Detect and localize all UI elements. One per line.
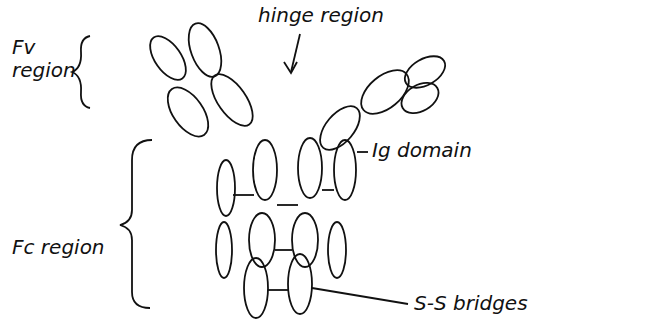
ss-bridges bbox=[233, 190, 334, 290]
ss-leader bbox=[312, 288, 408, 304]
annotation-marks bbox=[72, 34, 408, 308]
ig-domain bbox=[292, 213, 318, 267]
ss-bridge bbox=[268, 289, 288, 291]
ig-domain bbox=[399, 50, 450, 95]
ig-domain bbox=[160, 80, 217, 143]
ig-domain bbox=[217, 160, 235, 216]
ig-domain bbox=[396, 77, 444, 120]
ig-domain bbox=[203, 67, 260, 132]
ig-domain bbox=[298, 138, 322, 198]
part-label: Ig domain bbox=[372, 139, 492, 162]
ss-bridge bbox=[322, 189, 334, 191]
part-label: S-S bridges bbox=[414, 292, 564, 315]
ig-domain bbox=[143, 30, 193, 86]
region-label: Fc region bbox=[12, 236, 112, 259]
hinge-arrowhead bbox=[284, 62, 297, 73]
region-label: hinge region bbox=[258, 4, 408, 27]
ig-domain bbox=[288, 254, 312, 314]
ss-bridge bbox=[275, 249, 292, 251]
ig-domain bbox=[313, 99, 368, 157]
fc-bracket bbox=[120, 140, 152, 308]
ig-domain bbox=[244, 258, 268, 318]
ig-domain bbox=[334, 140, 356, 200]
ss-bridge bbox=[233, 194, 254, 196]
ig-domain bbox=[182, 19, 227, 81]
antibody-domains bbox=[143, 19, 451, 318]
ig-domain bbox=[253, 140, 277, 200]
ss-bridge bbox=[277, 204, 298, 206]
ig-leader bbox=[357, 151, 368, 153]
ig-domain bbox=[216, 222, 232, 278]
region-label: Fv region bbox=[12, 36, 76, 82]
ig-domain bbox=[328, 222, 346, 278]
